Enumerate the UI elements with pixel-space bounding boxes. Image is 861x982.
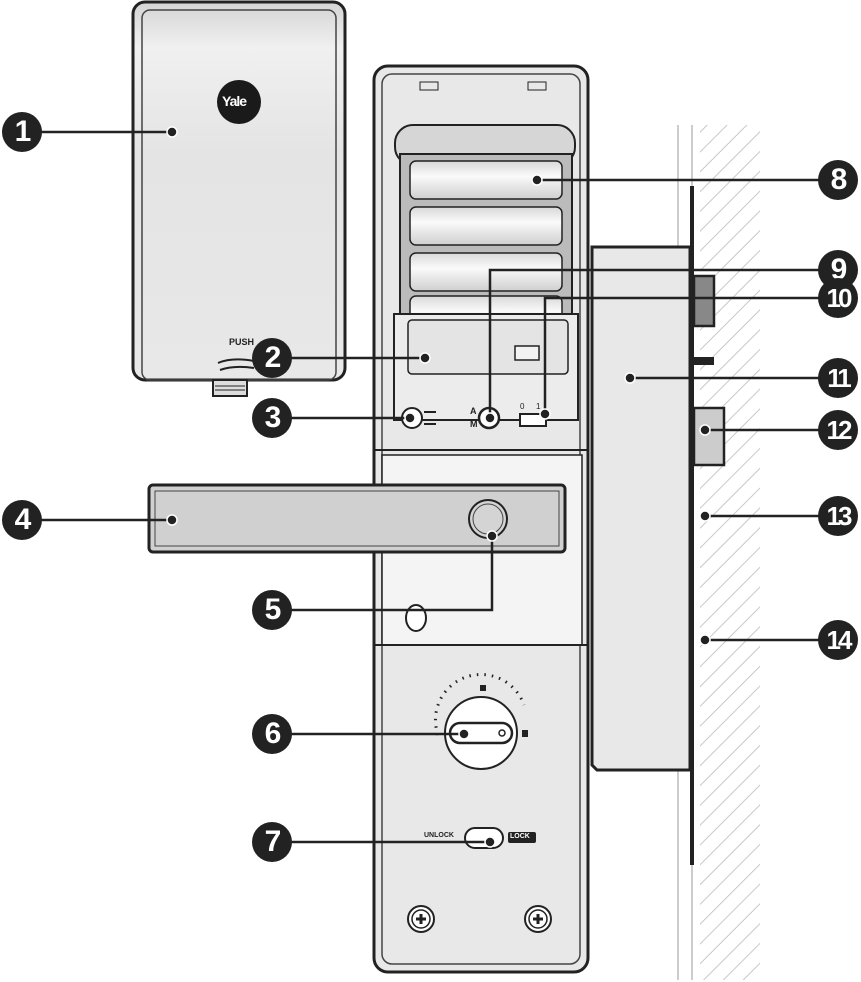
battery-2 [409,206,563,246]
battery-cover [131,0,347,397]
dead-bolt [692,406,726,467]
callout-4: 4 [2,500,42,540]
callout-3: 3 [252,398,292,438]
callout-5: 5 [252,590,292,630]
lock-slide-switch [464,827,504,849]
keyhole [405,604,427,632]
callout-1: 1 [2,112,42,152]
leader-lines [22,130,820,844]
yale-logo: Yale [222,93,247,109]
volume-switch [519,413,547,427]
mode-a-label: A [470,406,477,416]
trigger-bolt [694,357,714,365]
callout-14: 14 [818,620,858,660]
mode-m-label: M [470,419,478,429]
lock-label: LOCK [510,833,530,840]
callout-6: 6 [252,714,292,754]
callout-11: 11 [818,358,858,398]
battery-3 [409,252,563,292]
push-label: PUSH [229,337,255,347]
callout-2: 2 [252,338,292,378]
screw-left [407,905,435,933]
unlock-label: UNLOCK [424,832,454,839]
door-handle [147,483,567,554]
latch-bolt [692,274,716,328]
callout-13: 13 [818,496,858,536]
callout-dots [166,126,711,848]
volume-1-label: 1 [536,402,541,411]
screw-right [524,905,552,933]
volume-0-label: 0 [520,402,525,411]
callout-10: 10 [818,278,858,318]
callout-7: 7 [252,822,292,862]
callout-8: 8 [818,160,858,200]
callout-12: 12 [818,410,858,450]
